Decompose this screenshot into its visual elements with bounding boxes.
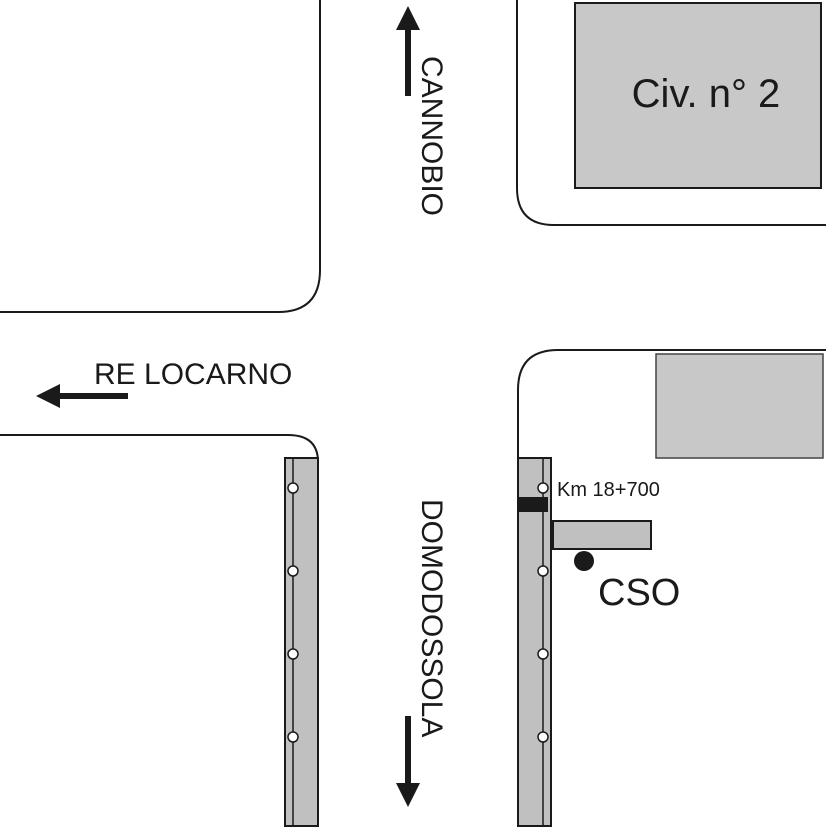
building-label: Civ. n° 2 <box>632 72 781 116</box>
marker-circle <box>537 731 549 743</box>
marker-circle <box>287 648 299 660</box>
marker-circle <box>287 565 299 577</box>
north-direction-label: CANNOBIO <box>415 56 448 216</box>
cso-label: CSO <box>598 572 680 614</box>
horizontal-bar <box>552 520 652 550</box>
curb-southeast <box>517 349 826 458</box>
curb-northeast <box>516 0 826 226</box>
marker-circle <box>537 648 549 660</box>
marker-circle <box>287 482 299 494</box>
curb-southwest <box>0 434 319 540</box>
strip-right <box>517 457 552 827</box>
strip-left <box>284 457 319 827</box>
km-marker-label: Km 18+700 <box>557 479 660 501</box>
arrow-up-icon <box>396 6 420 96</box>
building-civ-2 <box>574 2 822 189</box>
building-southeast <box>655 353 824 459</box>
marker-circle <box>537 482 549 494</box>
arrow-down-icon <box>396 716 420 807</box>
marker-circle <box>537 565 549 577</box>
arrow-left-icon <box>36 384 128 408</box>
marker-circle <box>287 731 299 743</box>
curb-northwest <box>0 0 321 313</box>
cso-point-icon <box>574 551 594 571</box>
km-marker-block <box>517 497 548 512</box>
south-direction-label: DOMODOSSOLA <box>415 499 448 737</box>
west-direction-label: RE LOCARNO <box>94 358 292 391</box>
